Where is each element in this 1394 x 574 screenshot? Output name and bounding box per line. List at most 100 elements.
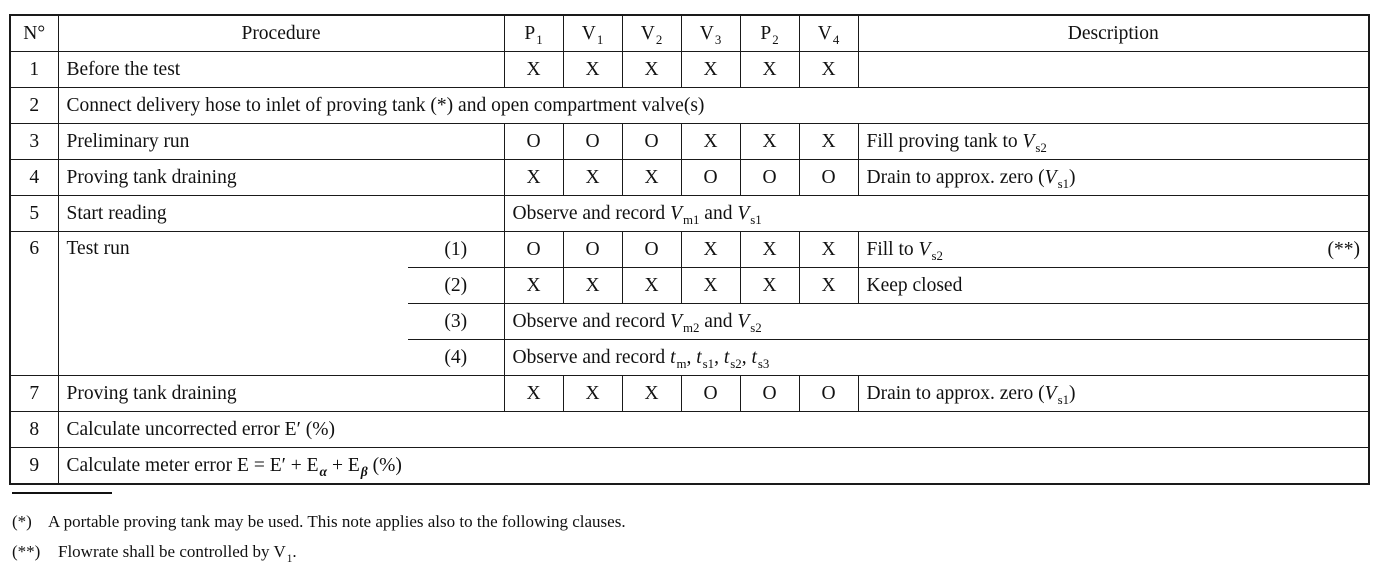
description-text: ): [1069, 382, 1076, 404]
spanning-cell: Observe and record Vm2 and Vs2: [503, 303, 1370, 340]
substep-label: (2): [408, 267, 505, 304]
mark-cell: X: [562, 51, 623, 88]
variable-subscript: s1: [1057, 393, 1069, 408]
mark-cell: O: [621, 123, 682, 160]
spanning-cell: Observe and record tm, ts1, ts2, ts3: [503, 339, 1370, 376]
procedure-cell: Start reading: [57, 195, 505, 232]
span-text: and: [699, 310, 738, 332]
row-number: 5: [9, 195, 59, 232]
mark-cell: X: [562, 267, 623, 304]
footnote-2-subscript: 1: [286, 553, 293, 566]
mark-cell: O: [562, 231, 623, 268]
variable-subscript: s2: [730, 357, 742, 372]
procedure-cell: Proving tank draining: [57, 159, 505, 196]
variable-subscript: s2: [750, 321, 762, 336]
table-row: 6 Test run (1) O O O X X X Fill to Vs2 (…: [9, 231, 1370, 376]
variable: V: [1044, 166, 1057, 188]
col-header-procedure: Procedure: [57, 14, 505, 52]
variable: t: [751, 346, 757, 368]
description-cell: Fill proving tank to Vs2: [857, 123, 1370, 160]
mark-cell: O: [621, 231, 682, 268]
description-cell: Fill to Vs2 (**): [857, 231, 1370, 268]
description-cell: Drain to approx. zero (Vs1): [857, 375, 1370, 412]
span-text: and: [699, 202, 738, 224]
variable: V: [737, 202, 750, 224]
span-text: ,: [714, 346, 724, 368]
table-row: 8 Calculate uncorrected error E′ (%): [9, 411, 1370, 448]
table-row: 3 Preliminary run O O O X X X Fill provi…: [9, 123, 1370, 160]
variable: t: [670, 346, 676, 368]
row-number: 9: [9, 447, 59, 485]
table-row: 4 Proving tank draining X X X O O O Drai…: [9, 159, 1370, 196]
spanning-cell: Observe and record Vm1 and Vs1: [503, 195, 1370, 232]
valve-subscript: 2: [655, 33, 663, 48]
spanning-cell: Calculate meter error E = E′ + Eα + Eβ (…: [57, 447, 1370, 485]
procedure-cell: Proving tank draining: [57, 375, 505, 412]
mark-cell: X: [503, 159, 564, 196]
span-text: Observe and record: [512, 202, 671, 224]
spanning-cell: Calculate uncorrected error E′ (%): [57, 411, 1370, 448]
mark-cell: X: [680, 51, 741, 88]
mark-cell: X: [680, 123, 741, 160]
mark-cell: O: [798, 159, 859, 196]
mark-cell: O: [798, 375, 859, 412]
formula-text: (%): [367, 454, 402, 476]
variable: V: [1044, 382, 1057, 404]
description-cell: [857, 51, 1370, 88]
mark-cell: O: [562, 123, 623, 160]
mark-cell: O: [680, 375, 741, 412]
procedure-cell: Preliminary run: [57, 123, 505, 160]
mark-cell: X: [739, 51, 800, 88]
col-header-description: Description: [857, 14, 1370, 52]
valve-letter: P: [524, 22, 536, 44]
variable: t: [696, 346, 702, 368]
footnote-2: (**)Flowrate shall be controlled by V1.: [12, 542, 297, 565]
mark-cell: O: [680, 159, 741, 196]
valve-subscript: 2: [772, 33, 779, 48]
description-cell: Keep closed: [857, 267, 1370, 304]
row-number: 2: [9, 87, 59, 124]
mark-cell: X: [739, 231, 800, 268]
col-header-v4: V4: [798, 14, 859, 52]
valve-subscript: 3: [714, 33, 722, 48]
row-number: 3: [9, 123, 59, 160]
variable: V: [670, 310, 682, 332]
mark-cell: X: [739, 267, 800, 304]
valve-letter: V: [817, 22, 832, 44]
variable: V: [1022, 130, 1035, 152]
mark-cell: O: [739, 375, 800, 412]
valve-letter: V: [699, 22, 714, 44]
substep-label: (1): [408, 231, 505, 268]
col-header-no: N°: [9, 14, 59, 52]
mark-cell: X: [621, 375, 682, 412]
variable-subscript: s2: [931, 249, 943, 264]
description-text: Fill to Vs2: [867, 233, 943, 267]
variable: V: [737, 310, 750, 332]
substep-label: (3): [408, 303, 505, 340]
row-number: 4: [9, 159, 59, 196]
footnote-1-marker: (*): [12, 512, 32, 531]
footnote-2-text: Flowrate shall be controlled by V1.: [58, 542, 297, 565]
mark-cell: X: [680, 231, 741, 268]
footnote-1: (*)A portable proving tank may be used. …: [12, 512, 626, 532]
valve-subscript: 4: [832, 33, 840, 48]
mark-cell: X: [621, 159, 682, 196]
table-row: 7 Proving tank draining X X X O O O Drai…: [9, 375, 1370, 412]
row-number: 1: [9, 51, 59, 88]
row-number: 8: [9, 411, 59, 448]
alpha-subscript: α: [319, 463, 328, 479]
mark-cell: X: [739, 123, 800, 160]
span-text: ,: [741, 346, 752, 368]
variable: t: [723, 346, 730, 368]
col-header-v1: V1: [562, 14, 623, 52]
mark-cell: O: [739, 159, 800, 196]
mark-cell: X: [798, 267, 859, 304]
mark-cell: X: [798, 51, 859, 88]
procedure-cell: Test run: [57, 231, 408, 376]
mark-cell: X: [621, 51, 682, 88]
valve-subscript: 1: [536, 33, 543, 48]
description-text: Drain to approx. zero (: [866, 166, 1045, 188]
mark-cell: X: [503, 267, 564, 304]
footnote-separator-rule: [12, 492, 112, 494]
